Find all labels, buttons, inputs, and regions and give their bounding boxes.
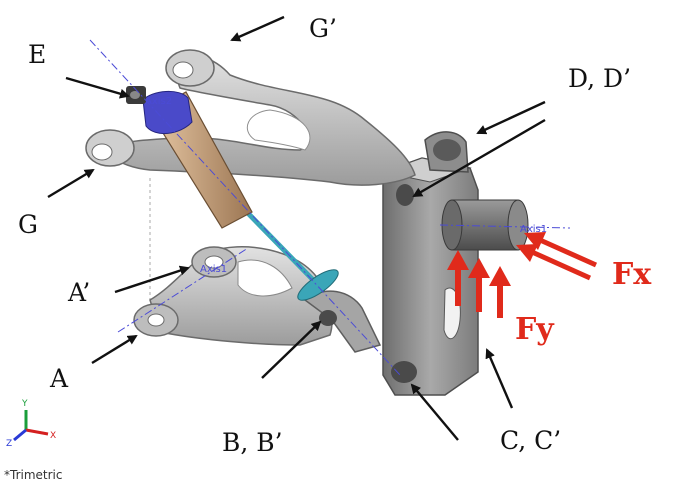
label-a: A <box>50 364 69 393</box>
label-e: E <box>28 40 47 69</box>
label-fy: Fy <box>515 312 554 347</box>
arrow-g-prime <box>230 15 285 42</box>
upper-control-arm <box>85 49 416 186</box>
arrow-b-bprime <box>261 320 322 379</box>
fy-arrow-1 <box>447 250 469 306</box>
axis1-tag: Axis1 <box>520 224 547 235</box>
label-b-bprime: B, B’ <box>222 428 283 457</box>
view-orientation-label: *Trimetric <box>4 468 63 482</box>
lower-arm-axis-line <box>117 247 249 333</box>
fx-arrow-2 <box>516 244 592 281</box>
label-c-cprime: C, C’ <box>500 426 562 455</box>
triad-z-label: Z <box>6 439 12 449</box>
force-arrows <box>447 232 598 318</box>
arrow-c-cprime-upper <box>485 348 514 409</box>
arrow-e <box>65 76 130 99</box>
triad-x-label: X <box>50 431 56 441</box>
label-g: G <box>18 210 38 239</box>
label-d-dprime: D, D’ <box>568 64 632 93</box>
lower-axis-tag: Axis1 <box>200 264 227 275</box>
triad-y-label: Y <box>21 399 28 409</box>
fx-arrow-1 <box>524 232 598 268</box>
fy-arrow-2 <box>468 258 490 312</box>
fy-arrow-3 <box>489 266 511 318</box>
arrow-g <box>47 168 95 199</box>
spindle-axis-line <box>439 224 571 229</box>
label-a-prime: A’ <box>68 278 91 307</box>
arrow-d-dprime-lower <box>412 118 546 198</box>
spindle <box>441 199 529 251</box>
arrow-a <box>91 334 138 365</box>
arrow-a-prime <box>114 265 190 294</box>
arrow-d-dprime-upper <box>476 100 546 135</box>
leader-arrows <box>47 15 546 441</box>
coordinate-triad: Y X Z <box>6 399 56 449</box>
label-g-prime: G’ <box>309 14 337 43</box>
lower-control-arm <box>133 246 333 346</box>
arrow-c-cprime-lower <box>410 383 459 441</box>
kingpin-axis-line <box>89 39 401 376</box>
label-fx: Fx <box>612 257 652 292</box>
upper-axis-tag: Axis2 <box>145 96 172 107</box>
